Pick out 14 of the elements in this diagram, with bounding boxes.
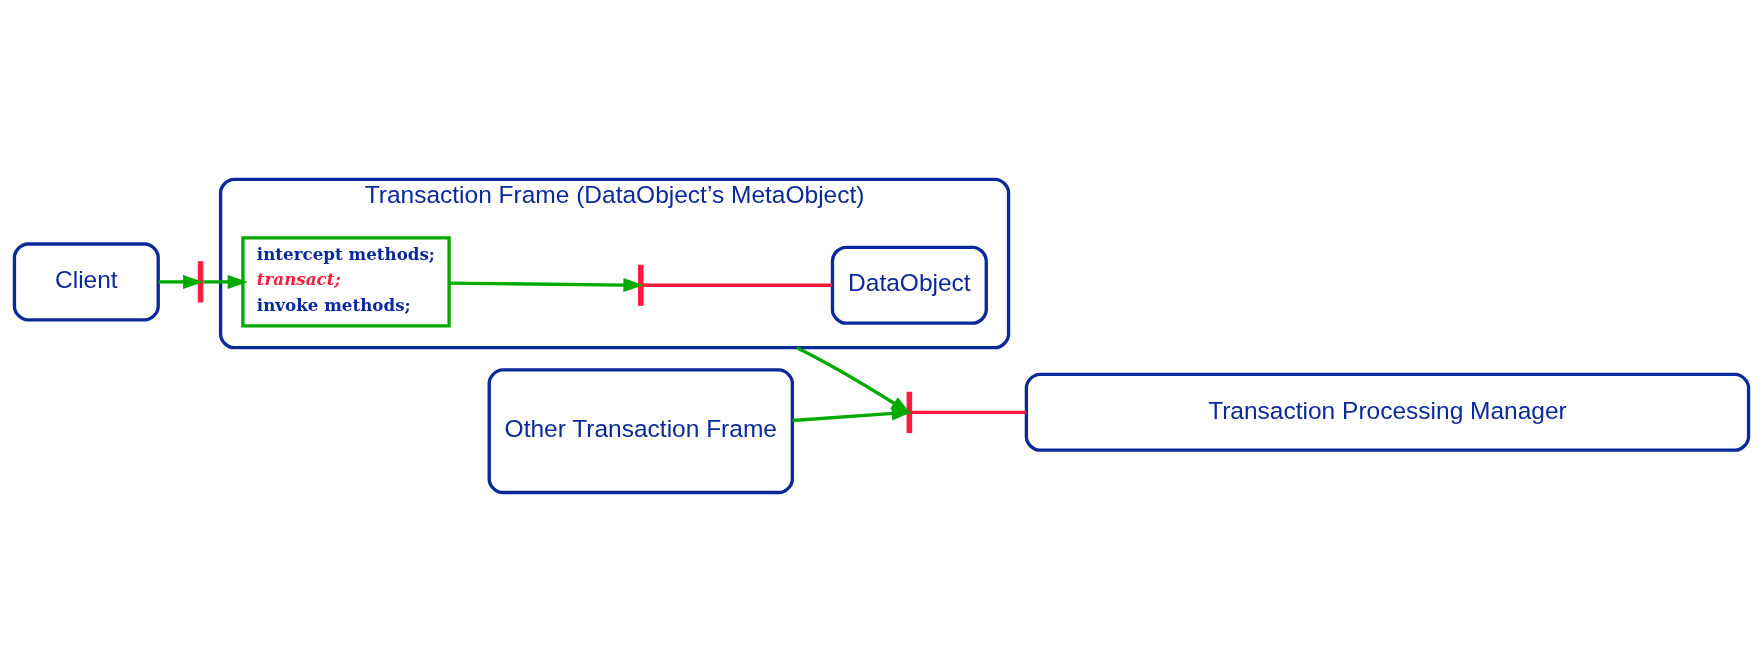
arrow (158, 274, 204, 289)
connector (643, 283, 833, 287)
node-bar (906, 391, 913, 433)
node-box: DataObject (830, 245, 988, 325)
arrow (203, 274, 248, 289)
arrow (449, 278, 644, 293)
node-bar (638, 264, 644, 306)
arrow (792, 406, 912, 423)
node-box: Transaction Processing Manager (1024, 372, 1751, 452)
node-bar (197, 261, 204, 303)
node-box: Client (12, 242, 160, 322)
node-box: Other Transaction Frame (487, 368, 794, 495)
node-box: intercept methods; transact; invoke methods; (241, 236, 451, 328)
connector (911, 410, 1027, 414)
